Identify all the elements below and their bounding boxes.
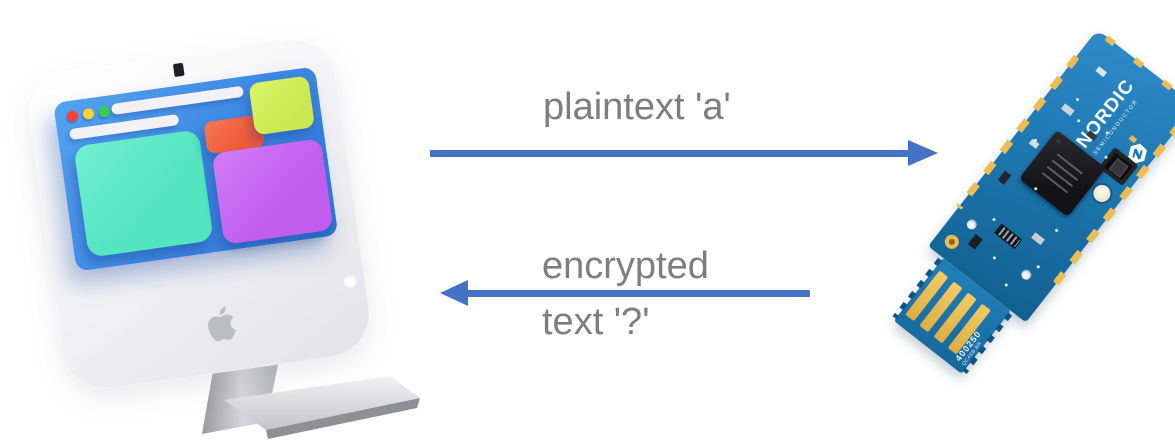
window-minimize-light-icon [82,107,95,121]
window-zoom-light-icon [98,105,111,118]
dongle-led-icon [1089,181,1114,206]
mounting-hole [1019,267,1034,282]
smd-component [967,233,983,250]
silkscreen-dots [1075,97,1080,102]
mounting-hole [964,217,979,232]
arrow-shaft [465,290,810,297]
arrow-head [440,280,468,306]
smd-component [997,170,1012,185]
smd-component [1060,103,1075,117]
content-panel-lime [248,75,316,136]
gold-test-point [941,232,962,252]
smd-component [1095,66,1107,78]
encrypted-label-line2: text '?' [542,301,650,343]
nordic-logo-icon [1128,143,1147,164]
webcam-icon [172,62,185,78]
apple-logo-icon [208,306,236,342]
smd-component [1031,232,1045,246]
content-panel-mint [73,129,214,258]
left-arrow-icon [440,280,810,306]
window-close-light-icon [66,109,79,123]
power-indicator-icon [342,272,358,288]
nordic-usb-dongle-illustration: NORDIC SEMICONDUCTOR [879,29,1175,385]
monitor-body [23,33,375,395]
arrow-head [908,140,938,166]
right-arrow-icon [430,140,938,166]
monitor-screen [53,66,339,272]
computer-illustration [14,24,424,447]
smd-component [994,223,1023,250]
arrow-shaft [430,150,913,157]
encrypted-label-line1: encrypted [542,245,709,287]
address-bar [110,85,245,116]
dongle-pcb: NORDIC SEMICONDUCTOR [928,29,1175,323]
plaintext-label: plaintext 'a' [543,86,731,128]
content-panel-purple [211,138,334,245]
smd-component [1028,138,1040,149]
encrypted-label: encrypted text '?' [542,238,709,350]
